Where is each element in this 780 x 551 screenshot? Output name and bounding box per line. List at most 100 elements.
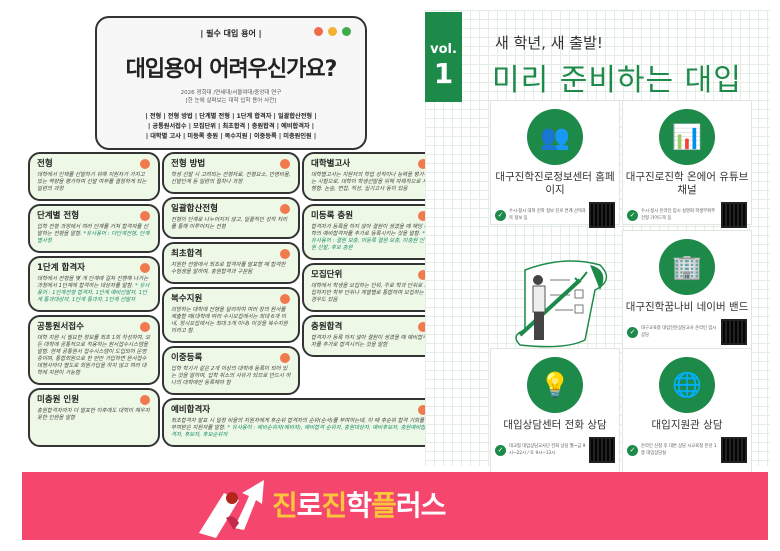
building-icon: 🏢 bbox=[659, 239, 715, 295]
term-definition: 충원합격자까지 다 발표한 이후에도 대학이 채우지 못한 인원을 말함 bbox=[37, 408, 150, 421]
check-icon: ✓ bbox=[495, 444, 506, 456]
window-controls bbox=[314, 27, 351, 36]
term-definition: 합격자가 등록 하지 않아 결원이 생겼을 때 예비합격자를 추가로 합격시키는… bbox=[311, 335, 428, 348]
term-definition: 최초합격자 발표 시 일정 비율의 지원자에게 후순위 합격자의 순위(순서)를… bbox=[171, 418, 426, 438]
dot-icon bbox=[280, 249, 290, 259]
check-icon: ✓ bbox=[627, 326, 638, 338]
dot-icon bbox=[280, 294, 290, 304]
term-title: 예비합격자 bbox=[171, 405, 211, 415]
dot-icon bbox=[418, 405, 428, 415]
window-header: | 필수 대입 용어 | bbox=[200, 29, 262, 38]
term-definition: 대학에서 인재를 선발하기 위해 지원자가 가지고 있는 역량을 평가하여 선발… bbox=[37, 172, 147, 192]
presentation-icon: 📊 bbox=[659, 109, 715, 165]
qr-code[interactable] bbox=[720, 318, 748, 346]
term-title: 대학별고사 bbox=[311, 159, 351, 169]
terms-line: | 공통원서접수 | 모집단위 | 최초합격 | 충원합격 | 예비합격자 | bbox=[147, 123, 315, 130]
term-definition: 전형이 단계로 나누어지지 않고, 일괄적인 성적 처리를 통해 이루어지는 전… bbox=[171, 217, 288, 230]
minimize-dot-icon bbox=[328, 27, 337, 36]
dot-icon bbox=[280, 353, 290, 363]
subtitle: [한 눈에 살펴보는 대학 입학 용어 사전] bbox=[185, 98, 277, 104]
term-title: 공통원서접수 bbox=[37, 322, 84, 332]
term-definition: 입학 학기가 같은 2개 이상의 대학에 등록이 되어 있는 것을 말하며, 입… bbox=[171, 366, 291, 386]
dot-icon bbox=[140, 211, 150, 221]
service-name: 대입지원관 상담 bbox=[651, 419, 723, 431]
service-name: 대구진학꿈나비 네이버 밴드 bbox=[625, 301, 749, 313]
qr-code[interactable] bbox=[588, 436, 616, 464]
guide-title: 미리 준비하는 대입 bbox=[492, 63, 742, 98]
service-card[interactable]: 👥대구진학진로정보센터 홈페이지✓수시·정시 대학 진학 정보 진로 연계 선택… bbox=[490, 100, 620, 229]
term-title: 복수지원 bbox=[171, 294, 203, 304]
maximize-dot-icon bbox=[342, 27, 351, 36]
brand-banner: 진로진학플러스 bbox=[22, 472, 768, 540]
term-definition: 대학에서 학생을 모집하는 단위, 주로 학과 단위로 모집하지만 학부 단위나… bbox=[311, 283, 429, 303]
service-name: 대입상담센터 전화 상담 bbox=[503, 419, 607, 431]
qr-code[interactable] bbox=[720, 436, 748, 464]
globe-icon: 🌐 bbox=[659, 357, 715, 413]
dot-icon bbox=[280, 159, 290, 169]
brand-logo: 진로진학플러스 bbox=[272, 489, 446, 522]
check-icon: ✓ bbox=[627, 209, 638, 221]
volume-tab: vol.1 bbox=[425, 12, 462, 102]
term-title: 전형 방법 bbox=[171, 159, 206, 169]
term-title: 미등록 충원 bbox=[311, 211, 354, 221]
guide-panel: vol.1 새 학년, 새 출발! 미리 준비하는 대입 👥대구진학진로정보센터… bbox=[425, 10, 770, 473]
check-icon: ✓ bbox=[495, 209, 506, 221]
vol-number: 1 bbox=[433, 57, 454, 90]
source: 2026 경희대 /연세대/서울여대/중앙대 연구 bbox=[180, 90, 282, 96]
terms-line: | 전형 | 전형 방법 | 단계별 전형 | 1단계 합격자 | 일괄합산전형… bbox=[145, 113, 317, 120]
service-desc: 대교협 대입상담교사단 전화 상담 월~금 9시~22시 / 토 9시~13시 bbox=[509, 444, 586, 456]
term-definition: 대학별고사는 지원자의 학업 성적이나 능력을 평가하는 시험으로, 대학이 학… bbox=[311, 172, 429, 192]
dot-icon bbox=[140, 159, 150, 169]
synonyms: * 유사용어 : 1단계전형 합격자, 1단계 예비선발자, 1단계 통과대상자… bbox=[37, 283, 150, 303]
service-desc: 온라인 신청 후 대면 상담 시교육청 본관 1층 대입상담실 bbox=[641, 444, 717, 456]
service-card[interactable]: 🏢 대구진학꿈나비 네이버 밴드 ✓대구교육청 대입전문상담교사 온라인 입시 상담 bbox=[622, 230, 752, 355]
service-card[interactable]: 💡 대입상담센터 전화 상담 ✓대교협 대입상담교사단 전화 상담 월~금 9시~2… bbox=[490, 348, 620, 473]
service-desc: 대구교육청 대입전문상담교사 온라인 입시 상담 bbox=[641, 326, 717, 338]
service-desc: 수시·정시 온라인 입시 설명회 학생부위주전형 가이드북 등 bbox=[641, 209, 716, 221]
service-card[interactable]: 📊 대구진로진학 온에어 유튜브 채널 ✓수시·정시 온라인 입시 설명회 학생부위… bbox=[622, 100, 752, 229]
vol-label: vol. bbox=[430, 42, 457, 57]
synonyms: * 유사용어 : 결원 보충, 미등록 결원 보충, 미충원 인원 선발, 후보… bbox=[311, 231, 425, 251]
arrow-logo-icon bbox=[199, 480, 264, 538]
term-definition: 입학 전형 과정에서 여러 단계를 거쳐 합격자를 선발하는 전형을 말함. *… bbox=[37, 224, 150, 244]
dot-icon bbox=[140, 322, 150, 332]
terms-line: | 대학별 고사 | 미등록 충원 | 복수지원 | 이중등록 | 미충원인원 … bbox=[145, 133, 317, 140]
synonyms: * 유사용어 : 예비순위자(예비자), 예비합격 순위자, 충원대상자, 예비… bbox=[171, 425, 426, 438]
qr-code[interactable] bbox=[588, 201, 616, 229]
term-definition: 대학에서 전형을 몇 개 단계에 걸쳐 진행해 나가는 과정에서 1단계에 합격… bbox=[37, 276, 150, 303]
close-dot-icon bbox=[314, 27, 323, 36]
term-definition: 희망하는 대학에 전형을 달리하여 여러 장의 원서를 제출할 때(대학에 따라… bbox=[171, 307, 288, 334]
people-network-icon: 👥 bbox=[527, 109, 583, 165]
dot-icon bbox=[418, 270, 428, 280]
dot-icon bbox=[140, 263, 150, 273]
term-definition: 학생 선발 시 고려되는 전형자료, 전형요소, 반영비율, 선발단계 등 일련… bbox=[171, 172, 291, 185]
service-desc: 수시·정시 대학 진학 정보 진로 연계 선택과목 정보 등 bbox=[509, 209, 586, 221]
qr-code[interactable] bbox=[720, 201, 748, 229]
term-definition: 지원한 전형에서 최초로 합격자를 발표할 때 합격한 수험생을 말하며, 충원… bbox=[171, 262, 286, 275]
dot-icon bbox=[140, 395, 150, 405]
checklist-illustration-icon bbox=[515, 260, 608, 348]
service-card[interactable]: 🌐대입지원관 상담✓온라인 신청 후 대면 상담 시교육청 본관 1층 대입상담… bbox=[622, 348, 752, 473]
lightbulb-icon: 💡 bbox=[527, 357, 583, 413]
term-definition: 합격자가 등록을 하지 않아 결원이 생겼을 때 해당 대학의 예비합격자를 추… bbox=[311, 224, 429, 251]
term-title: 단계별 전형 bbox=[37, 211, 80, 221]
term-definition: 대학 지원 시 필요한 정보를 최초 1회 작성하여, 모든 대학에 공통적으로… bbox=[37, 335, 151, 376]
term-title: 전형 bbox=[37, 159, 53, 169]
term-title: 충원합격 bbox=[311, 322, 343, 332]
terms-panel: | 필수 대입 용어 | 대입용어 어려우신가요? 2026 경희대 /연세대/… bbox=[20, 10, 438, 466]
term-title: 최초합격 bbox=[171, 249, 203, 259]
service-name: 대구진로진학 온에어 유튜브 채널 bbox=[625, 171, 749, 196]
term-title: 1단계 합격자 bbox=[37, 263, 85, 273]
title-window: | 필수 대입 용어 | 대입용어 어려우신가요? 2026 경희대 /연세대/… bbox=[95, 16, 367, 150]
